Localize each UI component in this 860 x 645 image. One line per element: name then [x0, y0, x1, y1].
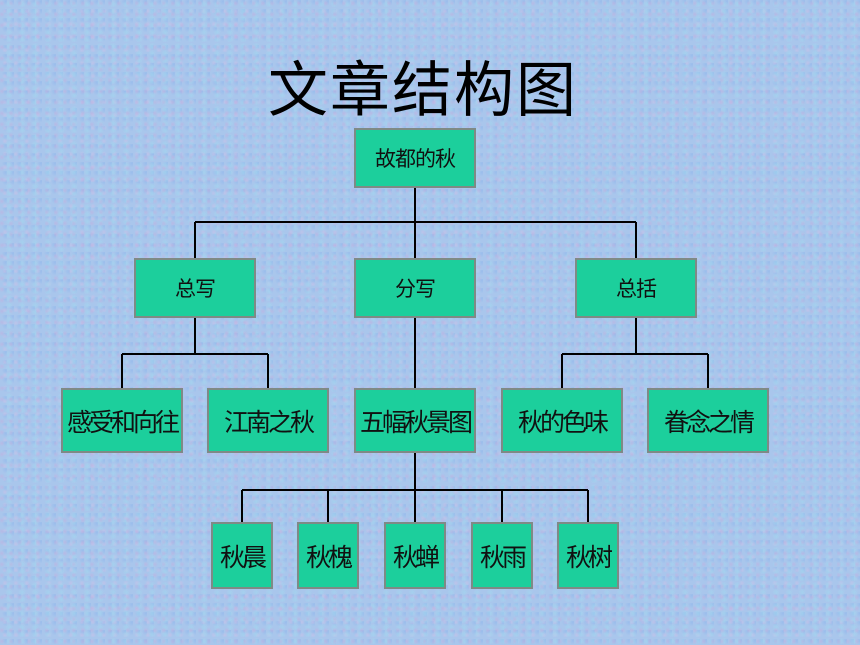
node-sewei: 秋的色味 — [501, 388, 623, 453]
node-jiangnan: 江南之秋 — [207, 388, 329, 453]
node-zongxie: 总写 — [134, 258, 256, 318]
node-gankai: 感受和向往 — [61, 388, 183, 453]
node-root: 故都的秋 — [354, 128, 476, 188]
node-juannian: 眷念之情 — [647, 388, 769, 453]
node-qiuchan: 秋蝉 — [384, 522, 446, 589]
page-title: 文章结构图 — [268, 56, 578, 126]
node-qiuchen: 秋晨 — [211, 522, 273, 589]
node-qiuyu: 秋雨 — [471, 522, 533, 589]
node-qiuhuai: 秋槐 — [297, 522, 359, 589]
node-qiuguo: 秋树 — [557, 522, 619, 589]
node-wufu: 五幅秋景图 — [354, 388, 476, 453]
node-fenxie: 分写 — [354, 258, 476, 318]
node-zongkuo: 总括 — [575, 258, 697, 318]
